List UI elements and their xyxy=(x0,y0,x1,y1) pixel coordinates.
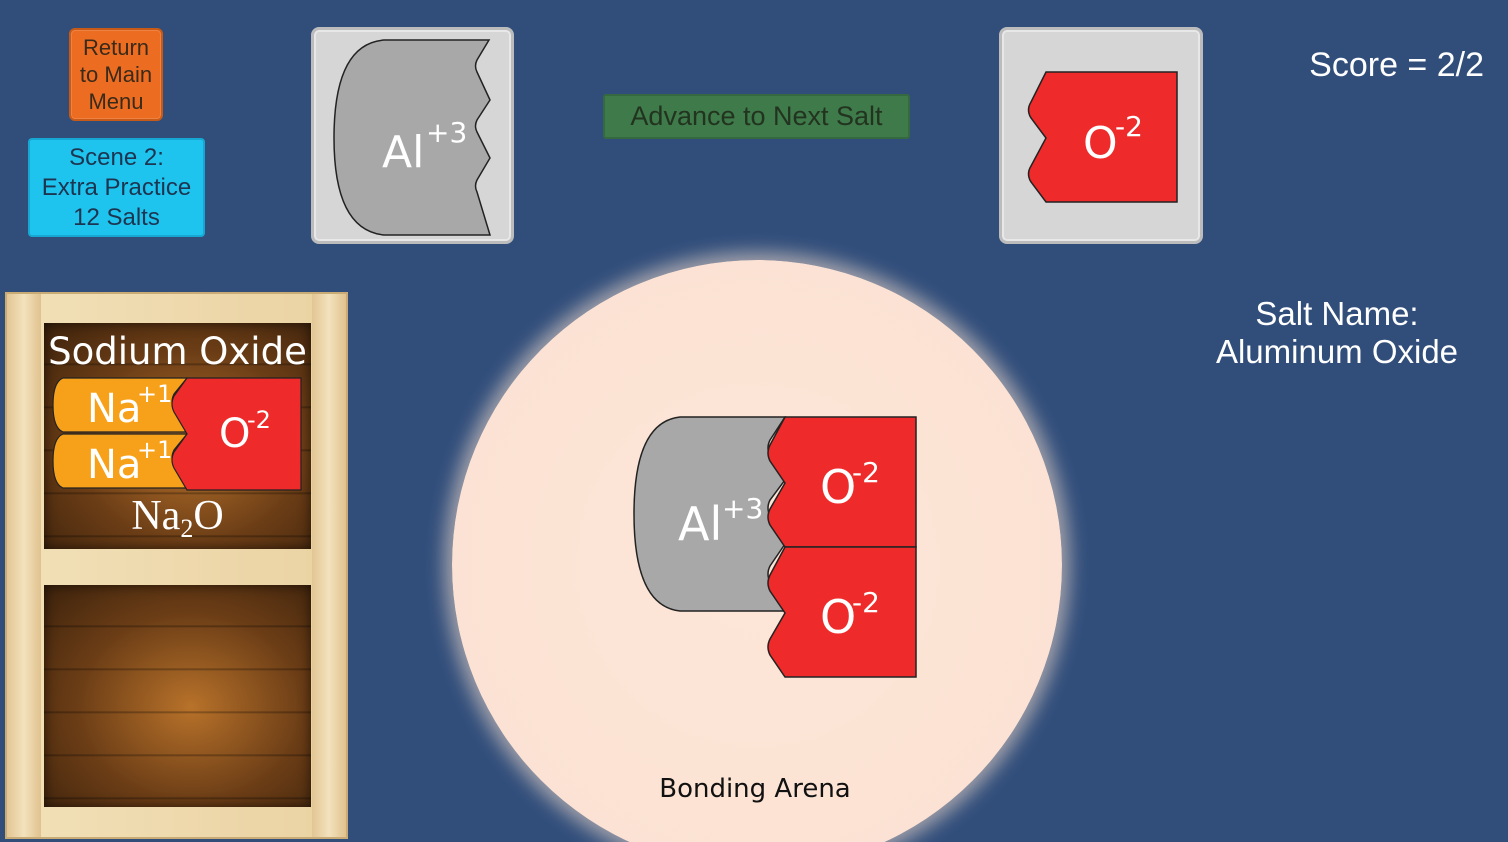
arena-o-symbol-2: O xyxy=(820,590,856,644)
arena-o-symbol-1: O xyxy=(820,460,856,514)
o-charge: -2 xyxy=(1115,110,1143,143)
arena-o-charge-2: -2 xyxy=(852,586,880,619)
o-charge-shelf: -2 xyxy=(247,406,271,434)
o-symbol: O xyxy=(1083,118,1118,169)
oxide-ion-shelf xyxy=(171,377,302,491)
salt-name-panel: Salt Name: Aluminum Oxide xyxy=(1187,295,1487,371)
arena-oxide-ion-1[interactable] xyxy=(767,416,917,548)
return-to-main-menu-button[interactable]: Return to Main Menu xyxy=(69,28,163,121)
na-symbol-1: Na xyxy=(87,386,141,432)
arena-o-charge-1: -2 xyxy=(852,456,880,489)
shelf-salt-formula: Na2O xyxy=(44,492,311,544)
formula-o: O xyxy=(193,493,224,539)
shelf-post-left xyxy=(7,294,41,837)
bonding-arena-label: Bonding Arena xyxy=(659,774,851,804)
oxide-ion-tile[interactable]: O -2 xyxy=(999,27,1203,244)
completed-salts-shelf: Sodium Oxide Na +1 Na +1 O -2 Na2O xyxy=(5,292,348,839)
o-symbol-shelf: O xyxy=(219,411,250,457)
arena-al-symbol: Al xyxy=(678,497,722,551)
arena-al-charge: +3 xyxy=(722,492,763,525)
na-symbol-2: Na xyxy=(87,442,141,488)
oxide-ion-icon: O -2 xyxy=(1027,71,1178,203)
formula-na: Na xyxy=(131,493,181,539)
salt-name-value: Aluminum Oxide xyxy=(1215,333,1459,370)
na-charge-2: +1 xyxy=(137,436,172,464)
advance-next-salt-button[interactable]: Advance to Next Salt xyxy=(603,94,910,139)
shelf-salt-name: Sodium Oxide xyxy=(48,330,307,373)
shelf-post-right xyxy=(312,294,346,837)
salt-name-label: Salt Name: xyxy=(1255,295,1419,332)
score-display: Score = 2/2 xyxy=(1309,46,1484,84)
al-charge: +3 xyxy=(426,116,467,149)
formula-subscript: 2 xyxy=(180,514,194,543)
arena-oxide-ion-2[interactable] xyxy=(767,546,917,678)
aluminum-ion-icon: Al +3 xyxy=(333,39,492,236)
shelf-slot-2 xyxy=(44,585,311,807)
na-charge-1: +1 xyxy=(137,380,172,408)
al-symbol: Al xyxy=(382,127,424,178)
aluminum-ion-tile[interactable]: Al +3 xyxy=(311,27,514,244)
sodium-oxide-model: Na +1 Na +1 O -2 xyxy=(52,377,302,491)
scene-2-button[interactable]: Scene 2: Extra Practice 12 Salts xyxy=(28,138,205,237)
